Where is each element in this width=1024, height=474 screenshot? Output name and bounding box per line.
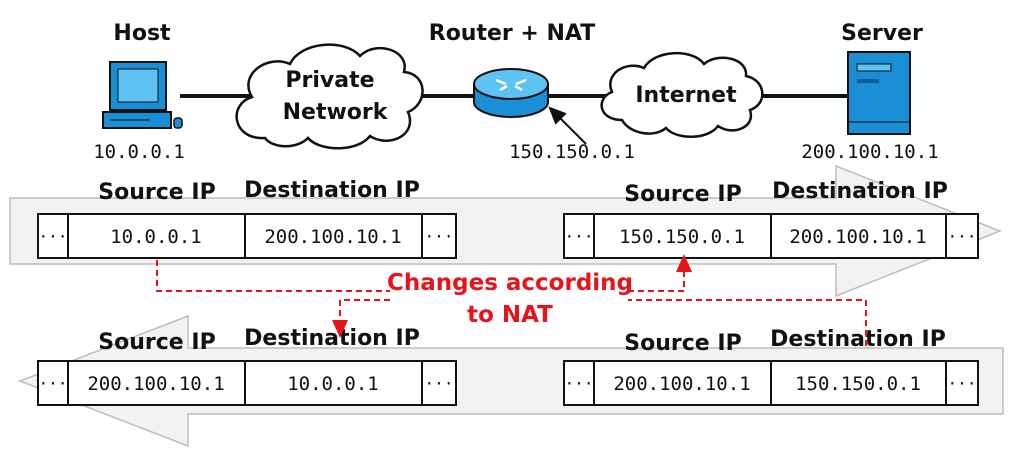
packet-destination-ip: 10.0.0.1 <box>287 373 379 395</box>
packet-source-ip: 200.100.10.1 <box>87 373 224 395</box>
router-ip: 150.150.0.1 <box>509 141 635 163</box>
host-title: Host <box>113 21 171 46</box>
internet-cloud <box>600 51 764 138</box>
header-destination-ip: Destination IP <box>772 179 948 204</box>
header-source-ip: Source IP <box>624 331 741 356</box>
nat-connector-outbound-public <box>628 254 692 292</box>
internet-label: Internet <box>635 83 737 108</box>
nat-note-line2: to NAT <box>467 302 553 328</box>
router-icon <box>473 68 549 118</box>
packet-return-public: ··· 200.100.10.1 150.150.0.1 ··· <box>563 360 979 406</box>
nat-connector-outbound-source <box>156 260 390 292</box>
nat-note-line1: Changes according <box>387 270 633 296</box>
host-computer-icon <box>102 61 183 129</box>
packet-source-ip: 150.150.0.1 <box>619 226 745 248</box>
nat-connector-return-public <box>628 299 867 346</box>
nat-change-connectors <box>156 254 867 346</box>
server-ip: 200.100.10.1 <box>801 141 938 163</box>
packet-ellipsis-right: ··· <box>425 374 454 393</box>
packet-source-ip: 10.0.0.1 <box>110 226 202 248</box>
packet-ellipsis-left: ··· <box>39 374 68 393</box>
packet-destination-ip: 200.100.10.1 <box>789 226 926 248</box>
private-network-cloud <box>235 43 424 150</box>
router-ip-pointer <box>548 106 587 145</box>
header-destination-ip: Destination IP <box>244 326 420 351</box>
packet-ellipsis-left: ··· <box>565 374 594 393</box>
header-source-ip: Source IP <box>98 180 215 205</box>
outbound-direction-arrow <box>9 164 1003 298</box>
packet-ellipsis-left: ··· <box>565 227 594 246</box>
header-source-ip: Source IP <box>624 182 741 207</box>
packet-destination-ip: 200.100.10.1 <box>264 226 401 248</box>
header-destination-ip: Destination IP <box>244 178 420 203</box>
packet-destination-ip: 150.150.0.1 <box>795 373 921 395</box>
router-title: Router + NAT <box>429 21 596 46</box>
packet-ellipsis-right: ··· <box>948 227 977 246</box>
nat-connector-return-private <box>332 299 390 338</box>
packet-source-ip: 200.100.10.1 <box>613 373 750 395</box>
packet-outbound-public: ··· 150.150.0.1 200.100.10.1 ··· <box>563 213 979 259</box>
private-network-label-line2: Network <box>283 100 389 125</box>
server-icon <box>847 51 911 135</box>
private-network-label-line1: Private <box>285 68 374 93</box>
host-ip: 10.0.0.1 <box>93 141 185 163</box>
server-title: Server <box>841 21 923 46</box>
packet-ellipsis-right: ··· <box>425 227 454 246</box>
header-source-ip: Source IP <box>98 330 215 355</box>
packet-ellipsis-left: ··· <box>39 227 68 246</box>
return-direction-arrow <box>17 314 1004 448</box>
header-destination-ip: Destination IP <box>770 327 946 352</box>
packet-outbound-private: ··· 10.0.0.1 200.100.10.1 ··· <box>37 213 457 259</box>
packet-ellipsis-right: ··· <box>948 374 977 393</box>
packet-return-private: ··· 200.100.10.1 10.0.0.1 ··· <box>37 360 457 406</box>
